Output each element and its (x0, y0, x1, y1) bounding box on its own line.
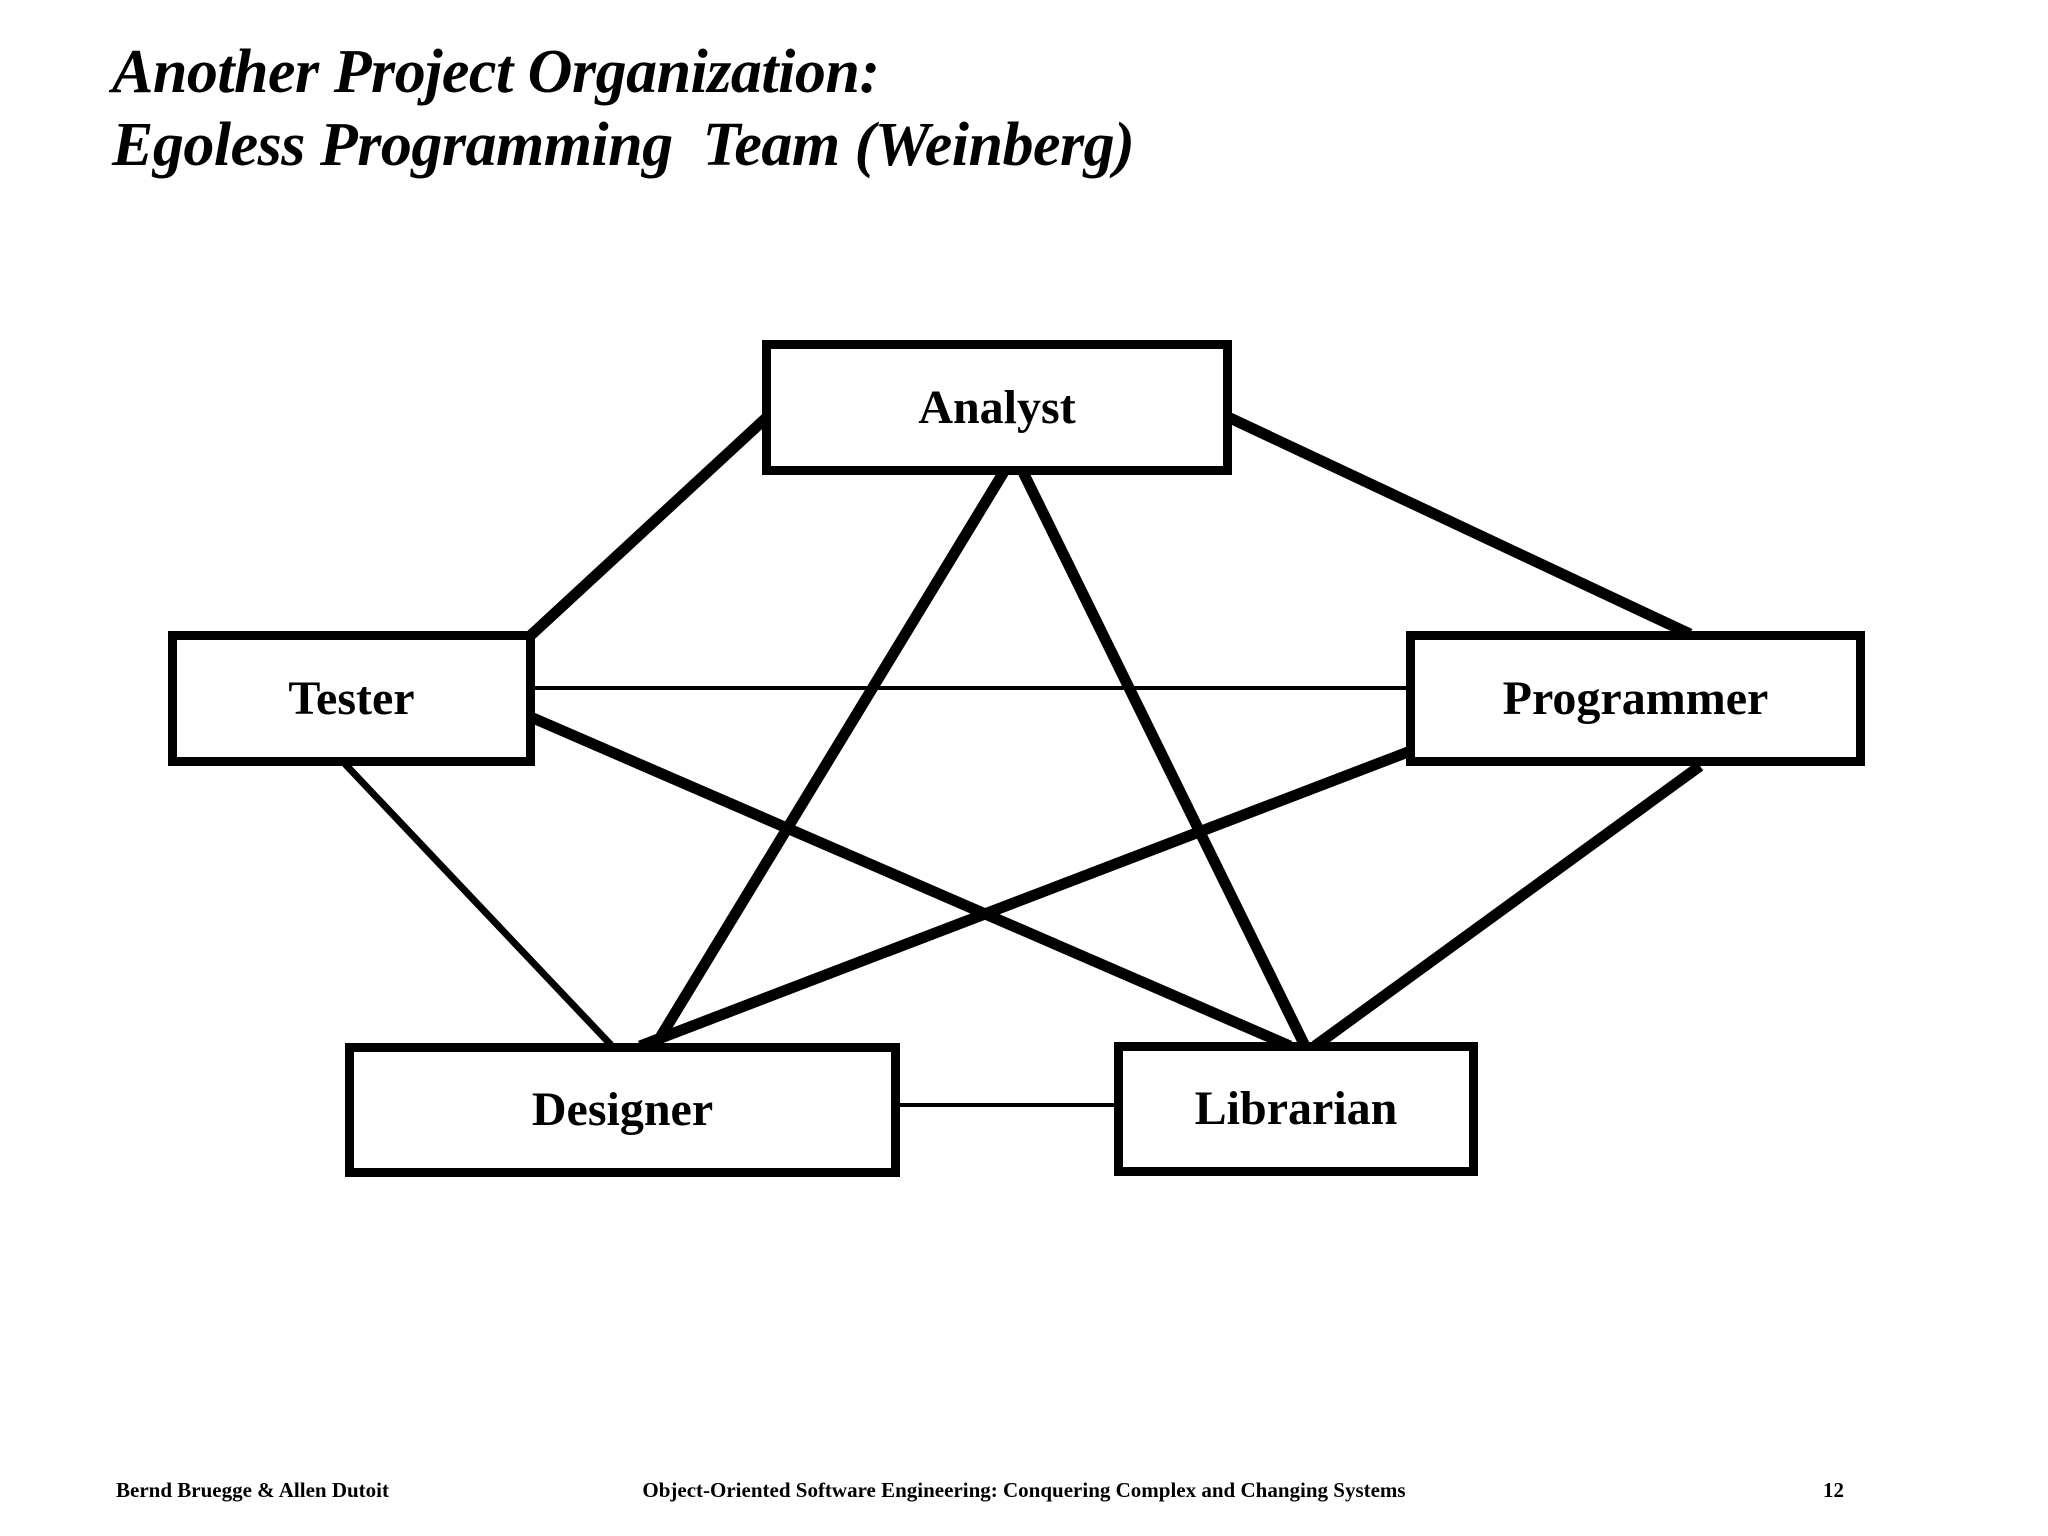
footer-page-number: 12 (1823, 1478, 1844, 1502)
slide-footer: Bernd Bruegge & Allen Dutoit Object-Orie… (0, 1480, 2048, 1520)
title-line-1: Another Project Organization: (112, 38, 880, 106)
edge-layer (342, 413, 1704, 1107)
node-label-analyst: Analyst (918, 380, 1076, 434)
edge-programmer-librarian (1311, 761, 1704, 1051)
footer-book-title: Object-Oriented Software Engineering: Co… (642, 1478, 1406, 1502)
node-label-programmer: Programmer (1502, 671, 1769, 725)
edge-analyst-tester (526, 413, 770, 641)
node-programmer[interactable]: Programmer (1406, 631, 1865, 766)
title-line-2: Egoless Programming Team (Weinberg) (112, 111, 1135, 180)
node-label-librarian: Librarian (1194, 1082, 1398, 1135)
node-librarian[interactable]: Librarian (1114, 1042, 1478, 1176)
node-tester[interactable]: Tester (168, 631, 535, 766)
edge-analyst-programmer (1227, 413, 1693, 639)
node-label-designer: Designer (531, 1083, 714, 1136)
edge-tester-librarian (530, 712, 1293, 1052)
node-designer[interactable]: Designer (345, 1043, 900, 1177)
node-label-tester: Tester (288, 671, 415, 725)
edge-tester-designer (342, 761, 615, 1049)
footer-authors: Bernd Bruegge & Allen Dutoit (116, 1478, 389, 1502)
page-title: Another Project Organization: Egoless Pr… (112, 36, 1812, 182)
edge-programmer-designer (638, 746, 1410, 1052)
edge-analyst-librarian (1017, 467, 1310, 1049)
edge-analyst-designer (650, 467, 1010, 1049)
node-analyst[interactable]: Analyst (762, 340, 1232, 475)
